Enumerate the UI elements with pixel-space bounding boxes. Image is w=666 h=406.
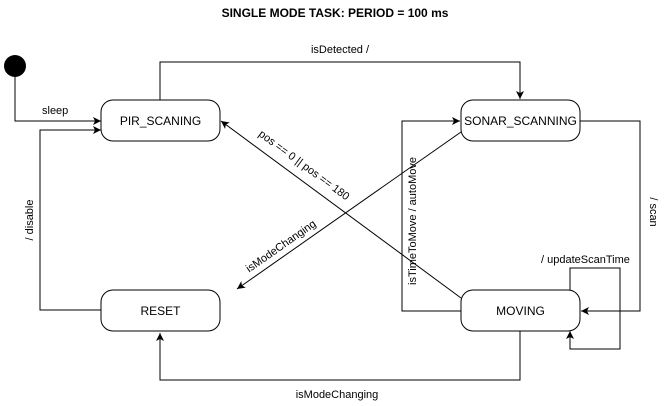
edge-initial-to-pir <box>14 77 101 125</box>
edge-moving-to-pir <box>220 120 462 299</box>
initial-state-node <box>4 55 26 77</box>
edge-moving-to-reset <box>156 331 521 381</box>
edge-sonar-to-moving <box>580 120 641 315</box>
state-pir-label: PIR_SCANING <box>120 114 201 128</box>
edge-moving-to-sonar <box>401 117 461 312</box>
label-pir-to-sonar: isDetected / <box>311 44 370 56</box>
state-moving[interactable]: MOVING <box>460 289 581 332</box>
label-moving-to-pir: pos == 0 || pos == 180 <box>256 128 351 203</box>
edge-reset-to-pir <box>39 126 101 311</box>
edge-pir-to-sonar <box>159 61 524 100</box>
diagram-title: SINGLE MODE TASK: PERIOD = 100 ms <box>222 6 449 20</box>
state-pir-scaning[interactable]: PIR_SCANING <box>100 99 221 142</box>
label-reset-to-pir: / disable <box>24 200 36 241</box>
edge-moving-self-loop <box>566 267 621 350</box>
state-sonar-label: SONAR_SCANNING <box>464 114 577 128</box>
label-sonar-to-reset: isModeChanging <box>244 218 319 275</box>
label-moving-to-reset: isModeChanging <box>296 389 379 401</box>
label-initial-to-pir: sleep <box>42 105 68 117</box>
state-moving-label: MOVING <box>496 304 545 318</box>
state-reset[interactable]: RESET <box>100 289 221 332</box>
state-sonar-scanning[interactable]: SONAR_SCANNING <box>460 99 581 142</box>
edge-sonar-to-reset <box>236 131 462 290</box>
label-moving-to-sonar: isTimeToMove / autoMove <box>407 157 419 285</box>
label-moving-self-loop: / updateScanTime <box>541 254 630 266</box>
state-reset-label: RESET <box>140 304 181 318</box>
label-sonar-to-moving: / scan <box>647 197 659 226</box>
